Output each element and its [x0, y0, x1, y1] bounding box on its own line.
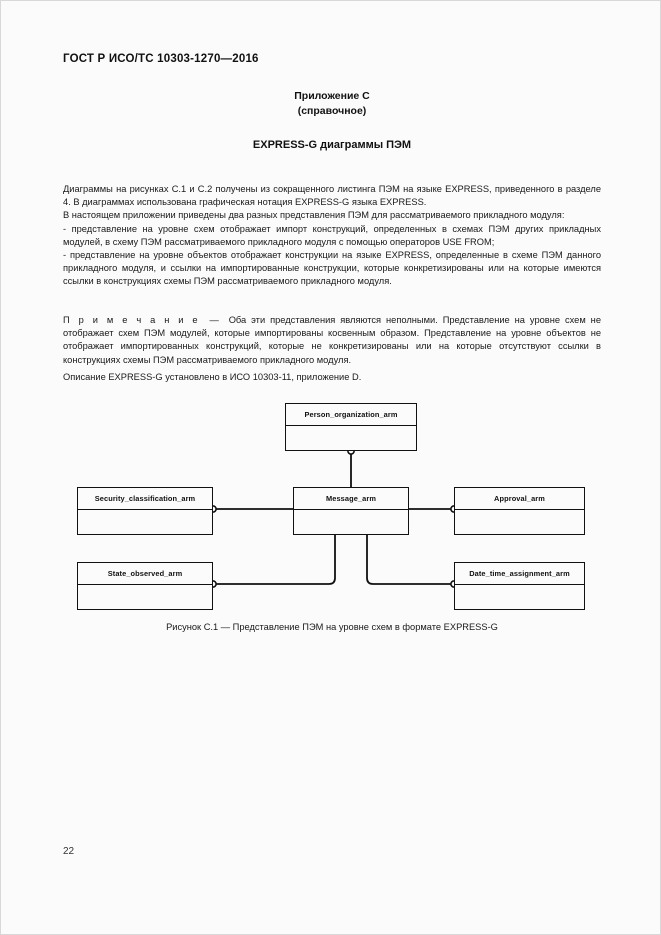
entity-body-message-arm: [294, 510, 408, 534]
note-paragraph: П р и м е ч а н и е — Оба эти представле…: [63, 314, 601, 367]
link-message-to-date-time: [366, 532, 454, 585]
page-number: 22: [63, 846, 75, 857]
entity-box-approval-arm[interactable]: Approval_arm: [454, 487, 585, 535]
entity-body-date-time-assignment-arm: [455, 585, 584, 609]
entity-box-security-classification-arm[interactable]: Security_classification_arm: [77, 487, 213, 535]
paragraph-3-bullet-schema-level: - представление на уровне схем отображае…: [63, 223, 601, 247]
entity-body-approval-arm: [455, 510, 584, 534]
entity-label-state-observed-arm: State_observed_arm: [78, 563, 212, 585]
note-text: Оба эти представления являются неполными…: [63, 315, 601, 365]
annex-kind: (справочное): [297, 105, 367, 117]
paragraph-1: Диаграммы на рисунках С.1 и С.2 получены…: [63, 184, 601, 208]
annex-heading: Приложение С (справочное): [63, 89, 601, 119]
figure-caption: Рисунок С.1 — Представление ПЭМ на уровн…: [166, 622, 498, 632]
entity-box-state-observed-arm[interactable]: State_observed_arm: [77, 562, 213, 610]
paragraph-5: Описание EXPRESS-G установлено в ИСО 103…: [63, 372, 362, 382]
entity-label-approval-arm: Approval_arm: [455, 488, 584, 510]
note-gap: [219, 315, 229, 325]
link-message-to-state-observed: [213, 532, 336, 585]
entity-body-security-classification-arm: [78, 510, 212, 534]
note-dash: [200, 315, 210, 325]
document-header-standard-number: ГОСТ Р ИСО/ТС 10303-1270—2016: [63, 53, 259, 65]
note-dash-glyph: —: [209, 315, 219, 325]
entity-box-date-time-assignment-arm[interactable]: Date_time_assignment_arm: [454, 562, 585, 610]
entity-label-message-arm: Message_arm: [294, 488, 408, 510]
entity-body-person-organization-arm: [286, 426, 416, 450]
note-label: П р и м е ч а н и е: [63, 315, 200, 325]
entity-box-message-arm[interactable]: Message_arm: [293, 487, 409, 535]
entity-label-person-organization-arm: Person_organization_arm: [286, 404, 416, 426]
paragraph-block-intro: Диаграммы на рисунках С.1 и С.2 получены…: [63, 183, 601, 289]
figure-c1: Person_organization_arm Security_classif…: [63, 394, 601, 644]
paragraph-block-reference: Описание EXPRESS-G установлено в ИСО 103…: [63, 371, 601, 384]
annex-title: EXPRESS-G диаграммы ПЭМ: [252, 139, 412, 151]
entity-box-person-organization-arm[interactable]: Person_organization_arm: [285, 403, 417, 451]
entity-label-security-classification-arm: Security_classification_arm: [78, 488, 212, 510]
entity-body-state-observed-arm: [78, 585, 212, 609]
annex-label: Приложение С: [294, 90, 370, 102]
paragraph-4-bullet-object-level: - представление на уровне объектов отобр…: [63, 250, 601, 287]
note-block: П р и м е ч а н и е — Оба эти представле…: [63, 314, 601, 367]
entity-label-date-time-assignment-arm: Date_time_assignment_arm: [455, 563, 584, 585]
paragraph-2: В настоящем приложении приведены два раз…: [63, 210, 565, 221]
